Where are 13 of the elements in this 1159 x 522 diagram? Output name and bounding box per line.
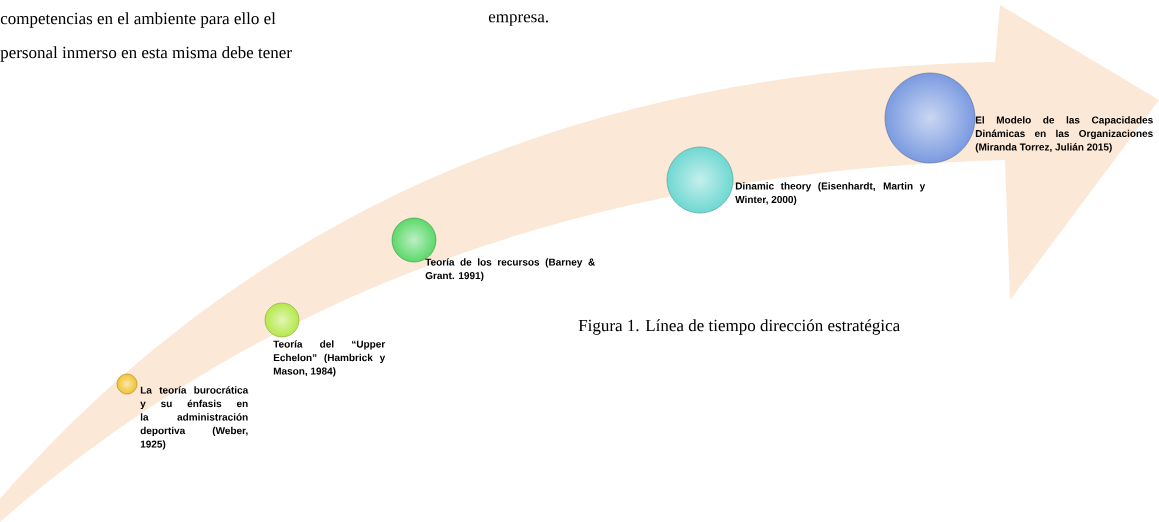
milestone-text: Teoría del “Upper Echelon” (Hambrick y Mason, 1984) xyxy=(273,340,386,377)
timeline-circle xyxy=(264,302,300,338)
milestone-text: Teoría de los recursos (Barney & Grant. 1991) xyxy=(425,258,595,282)
body-text: competencias en el ambiente para ello el xyxy=(0,12,276,28)
milestone-text: La teoría burocrática y su énfasis en la administración deportiva (Weber, 1925) xyxy=(140,386,249,450)
body-text: personal inmerso en esta misma debe tener xyxy=(0,46,292,62)
figure-caption: Figura 1. Línea de tiempo dirección estratégica xyxy=(578,319,900,335)
milestone-text: El Modelo de las Capacidades Dinámicas en las Organizaciones (Miranda Torrez, Julián 2015) xyxy=(975,116,1153,153)
timeline-circle xyxy=(116,373,138,395)
timeline-circle xyxy=(666,146,734,214)
milestone-text: Dinamic theory (Eisenhardt, Martin y Winter, 2000) xyxy=(735,182,926,205)
body-text: empresa. xyxy=(488,14,548,26)
timeline-circle xyxy=(884,72,976,164)
